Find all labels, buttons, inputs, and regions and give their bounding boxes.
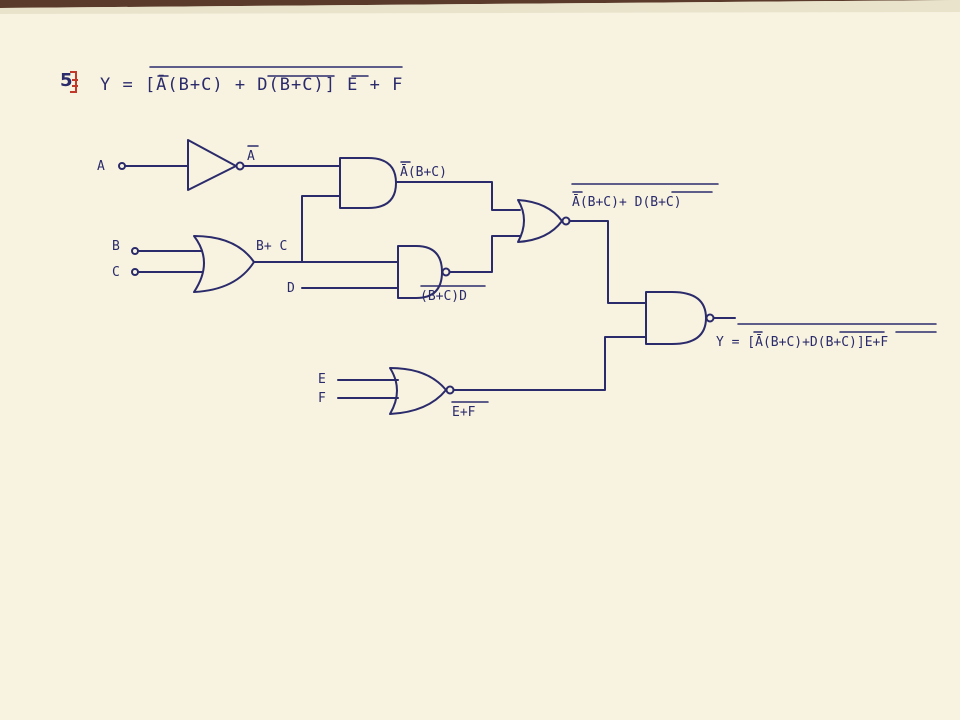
wire-label-and1-out: Ā(B+C)	[400, 165, 447, 180]
wire-nor-to-final	[569, 220, 647, 304]
input-c-label: C	[112, 265, 120, 280]
and-gate-1	[339, 157, 397, 209]
or-gate-bc	[193, 235, 255, 293]
problem-number-bracket	[70, 71, 78, 93]
input-a-label: A	[97, 159, 105, 174]
nor-gate-ef	[389, 367, 447, 415]
wire-label-a-not: A	[247, 149, 255, 164]
paper-shadow	[0, 0, 960, 14]
not-gate-a-bubble	[235, 161, 245, 171]
wire-label-ef: E+F	[452, 405, 476, 420]
final-nand-bubble	[705, 313, 715, 323]
not-gate-a	[187, 139, 237, 191]
input-b-label: B	[112, 239, 120, 254]
title-expression: Y = [Ā(B+C) + D(B+C)] E + F	[100, 73, 403, 95]
nor-gate	[517, 199, 563, 243]
wire-label-nor-out: Ā(B+C)+ D(B+C)	[572, 195, 682, 210]
wire-label-or-bc: B+ C	[256, 239, 287, 254]
nor-gate-bubble	[561, 216, 571, 226]
wire-bc-to-and	[301, 195, 341, 263]
wire-label-output: Y = [Ā(B+C)+D(B+C)]E+F	[716, 335, 888, 350]
wire-ef-to-final	[453, 336, 647, 391]
wire-label-nand-out: (B+C)D	[420, 289, 467, 304]
input-e-label: E	[318, 372, 326, 387]
input-d-label: D	[287, 281, 295, 296]
nor-gate-ef-bubble	[445, 385, 455, 395]
input-f-label: F	[318, 391, 326, 406]
wire-nand-to-nor	[449, 235, 521, 273]
nand-gate-bubble	[441, 267, 451, 277]
problem-number: 5	[60, 70, 73, 91]
wire-and1-to-nor	[395, 181, 521, 211]
